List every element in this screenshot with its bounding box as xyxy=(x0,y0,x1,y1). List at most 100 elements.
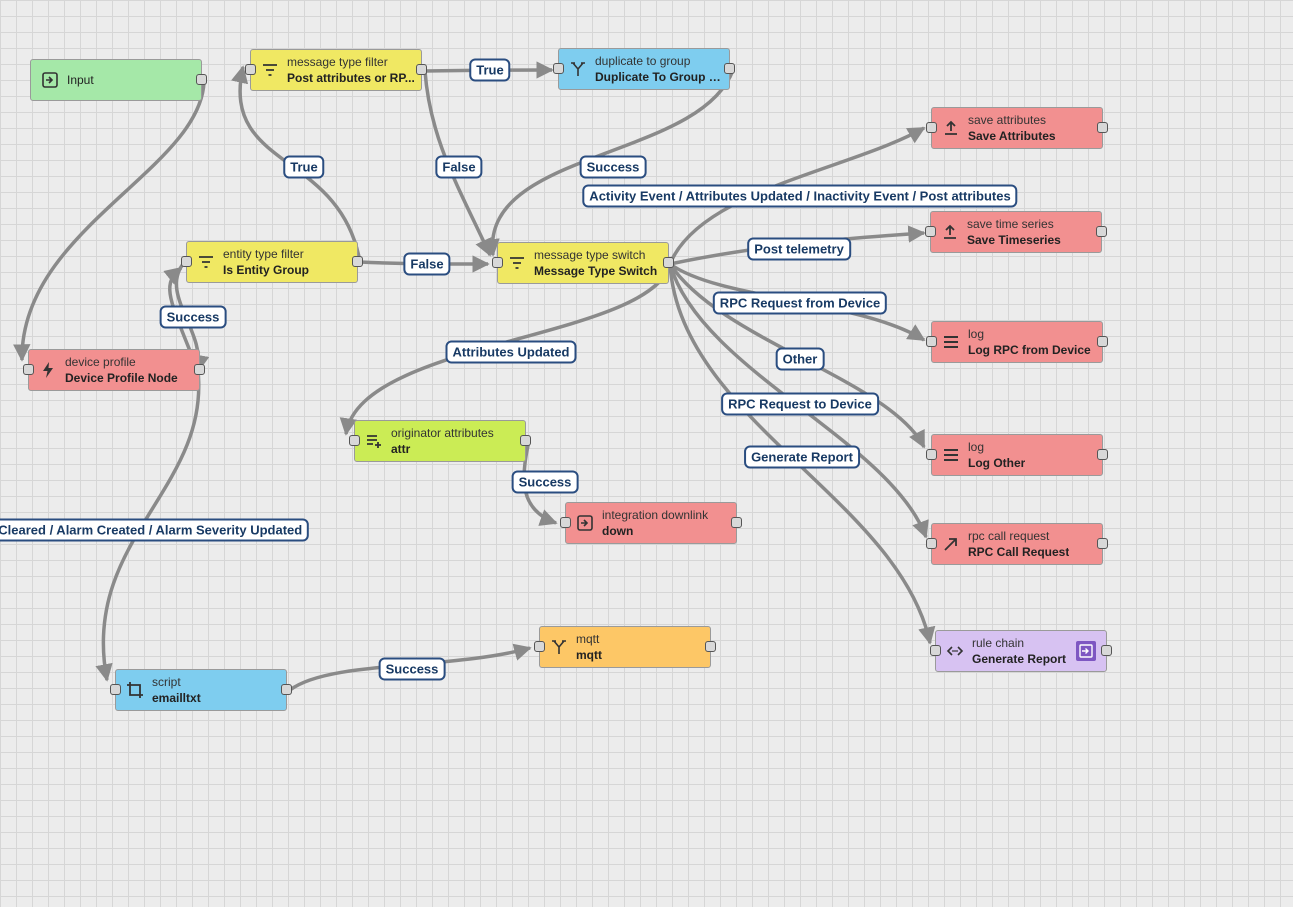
output-port[interactable] xyxy=(731,517,742,528)
link-device-profile-script xyxy=(95,370,201,682)
menu-icon xyxy=(942,446,960,464)
node-name: mqtt xyxy=(576,647,602,662)
link-input-device-profile xyxy=(13,81,206,362)
link-label-success-attr[interactable]: Success xyxy=(511,470,579,494)
input-port[interactable] xyxy=(560,517,571,528)
output-port[interactable] xyxy=(194,364,205,375)
node-name: RPC Call Request xyxy=(968,544,1070,559)
node-name: Duplicate To Group En... xyxy=(595,69,721,84)
output-port[interactable] xyxy=(663,257,674,268)
link-label-true-left[interactable]: True xyxy=(283,155,325,179)
node-entity-type-filter[interactable]: entity type filter Is Entity Group xyxy=(181,241,363,283)
link-switch-save-attrs xyxy=(668,126,926,265)
node-rpc-call-request[interactable]: rpc call request RPC Call Request xyxy=(926,523,1108,565)
crop-icon xyxy=(126,681,144,699)
link-label-success-dup[interactable]: Success xyxy=(579,155,647,179)
input-port[interactable] xyxy=(245,64,256,75)
node-mqtt[interactable]: mqtt mqtt xyxy=(534,626,716,668)
node-message-type-filter[interactable]: message type filter Post attributes or R… xyxy=(245,49,427,91)
menu-icon xyxy=(942,333,960,351)
node-name: down xyxy=(602,523,634,538)
input-port[interactable] xyxy=(181,256,192,267)
node-originator-attributes[interactable]: originator attributes attr xyxy=(349,420,531,462)
node-type: integration downlink xyxy=(602,507,709,522)
node-name: Generate Report xyxy=(972,651,1067,666)
link-label-alarm[interactable]: Alarm Cleared / Alarm Created / Alarm Se… xyxy=(0,518,310,542)
node-name: Save Attributes xyxy=(968,128,1056,143)
input-port[interactable] xyxy=(23,364,34,375)
output-port[interactable] xyxy=(281,684,292,695)
filter-icon xyxy=(261,61,279,79)
upload-icon xyxy=(942,119,960,137)
node-name: Post attributes or RP... xyxy=(287,70,415,85)
node-name: Save Timeseries xyxy=(967,232,1061,247)
input-port[interactable] xyxy=(534,641,545,652)
node-name: attr xyxy=(391,441,411,456)
input-port[interactable] xyxy=(926,336,937,347)
output-port[interactable] xyxy=(196,74,207,85)
node-log-rpc[interactable]: log Log RPC from Device xyxy=(926,321,1108,363)
output-port[interactable] xyxy=(416,64,427,75)
link-label-false-mid[interactable]: False xyxy=(403,252,451,276)
node-rule-chain[interactable]: rule chain Generate Report xyxy=(930,630,1112,672)
link-label-success-script[interactable]: Success xyxy=(378,657,446,681)
input-port[interactable] xyxy=(110,684,121,695)
node-log-other[interactable]: log Log Other xyxy=(926,434,1108,476)
link-label-other[interactable]: Other xyxy=(775,347,825,371)
node-name: Log Other xyxy=(968,455,1026,470)
input-port[interactable] xyxy=(926,449,937,460)
output-port[interactable] xyxy=(1097,538,1108,549)
link-label-success-entity[interactable]: Success xyxy=(159,305,227,329)
link-label-false-top[interactable]: False xyxy=(435,155,483,179)
filter-icon xyxy=(508,254,526,272)
node-type: entity type filter xyxy=(223,246,304,261)
input-port[interactable] xyxy=(349,435,360,446)
link-label-post-telemetry[interactable]: Post telemetry xyxy=(747,237,851,261)
input-port[interactable] xyxy=(930,645,941,656)
playlist-add-icon xyxy=(365,432,383,450)
output-port[interactable] xyxy=(520,435,531,446)
output-port[interactable] xyxy=(1097,336,1108,347)
open-icon xyxy=(1079,644,1093,658)
node-save-attributes[interactable]: save attributes Save Attributes xyxy=(926,107,1108,149)
input-port[interactable] xyxy=(553,63,564,74)
node-script[interactable]: script emailltxt xyxy=(110,669,292,711)
output-port[interactable] xyxy=(1097,449,1108,460)
node-type: script xyxy=(152,674,181,689)
output-port[interactable] xyxy=(352,256,363,267)
node-type: save time series xyxy=(967,216,1054,231)
node-integration-downlink[interactable]: integration downlink down xyxy=(560,502,742,544)
link-label-attributes-updated[interactable]: Attributes Updated xyxy=(445,340,577,364)
bolt-icon xyxy=(39,361,57,379)
link-label-activity[interactable]: Activity Event / Attributes Updated / In… xyxy=(582,184,1018,208)
node-name: emailltxt xyxy=(152,690,201,705)
output-port[interactable] xyxy=(705,641,716,652)
output-port[interactable] xyxy=(1096,226,1107,237)
node-save-timeseries[interactable]: save time series Save Timeseries xyxy=(925,211,1107,253)
input-icon xyxy=(576,514,594,532)
output-port[interactable] xyxy=(724,63,735,74)
output-port[interactable] xyxy=(1101,645,1112,656)
node-device-profile[interactable]: device profile Device Profile Node xyxy=(23,349,205,391)
node-name: Is Entity Group xyxy=(223,262,310,277)
link-label-rpc-from-device[interactable]: RPC Request from Device xyxy=(712,291,888,315)
link-label-rpc-to-device[interactable]: RPC Request to Device xyxy=(721,392,879,416)
node-input[interactable]: Input xyxy=(30,59,207,101)
node-duplicate-to-group[interactable]: duplicate to group Duplicate To Group En… xyxy=(553,48,735,90)
link-label-true-top[interactable]: True xyxy=(469,58,511,82)
input-port[interactable] xyxy=(926,538,937,549)
fork-icon xyxy=(550,638,568,656)
node-message-type-switch[interactable]: message type switch Message Type Switch xyxy=(492,242,674,284)
input-port[interactable] xyxy=(492,257,503,268)
input-port[interactable] xyxy=(925,226,936,237)
node-name: Message Type Switch xyxy=(534,263,658,278)
input-port[interactable] xyxy=(926,122,937,133)
output-port[interactable] xyxy=(1097,122,1108,133)
link-label-generate-report[interactable]: Generate Report xyxy=(744,445,860,469)
node-input-label: Input xyxy=(67,72,94,87)
node-type: device profile xyxy=(65,354,136,369)
node-type: mqtt xyxy=(576,631,600,646)
open-rule-chain-button[interactable] xyxy=(1076,641,1096,661)
upload-icon xyxy=(941,223,959,241)
